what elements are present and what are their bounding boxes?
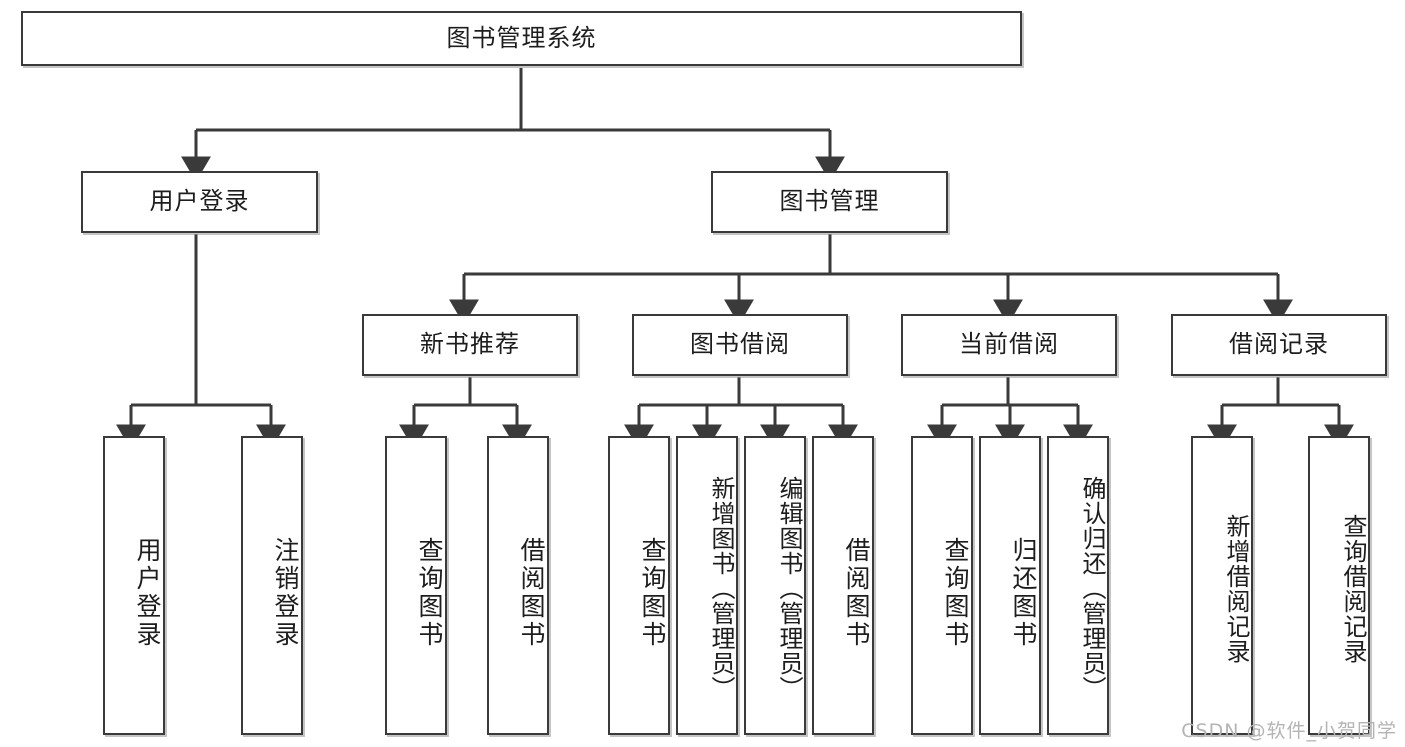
node-leaf-logout[interactable]: 注销登录 (241, 436, 303, 735)
node-leaf-label: 确认归还（管理员） (1078, 476, 1106, 701)
node-leaf-user-login[interactable]: 用户登录 (103, 436, 165, 735)
node-new-book-recommend[interactable]: 新书推荐 (362, 314, 578, 376)
node-leaf-query-borrow-record[interactable]: 查询借阅记录 (1308, 436, 1370, 735)
node-leaf-label: 注销登录 (271, 536, 300, 649)
node-leaf-label: 查询图书 (638, 536, 667, 649)
node-leaf-query-book-3[interactable]: 查询图书 (911, 436, 973, 735)
node-current-borrow-label: 当前借阅 (959, 330, 1059, 358)
node-leaf-label: 借阅图书 (842, 536, 871, 649)
node-leaf-label: 查询图书 (941, 536, 970, 649)
node-leaf-confirm-return-admin[interactable]: 确认归还（管理员） (1047, 436, 1109, 735)
node-leaf-query-book-2[interactable]: 查询图书 (608, 436, 670, 735)
node-leaf-query-book-1[interactable]: 查询图书 (385, 436, 447, 735)
node-book-management-label: 图书管理 (779, 187, 880, 215)
node-user-login-label: 用户登录 (149, 187, 250, 215)
node-leaf-add-book-admin[interactable]: 新增图书（管理员） (676, 436, 738, 735)
node-root-label: 图书管理系统 (446, 23, 597, 52)
node-user-login[interactable]: 用户登录 (81, 171, 318, 233)
node-leaf-edit-book-admin[interactable]: 编辑图书（管理员） (744, 436, 806, 735)
node-borrow-record-label: 借阅记录 (1229, 330, 1329, 358)
node-leaf-return-book[interactable]: 归还图书 (979, 436, 1041, 735)
node-leaf-label: 新增图书（管理员） (707, 476, 735, 701)
node-leaf-label: 新增借阅记录 (1222, 513, 1250, 664)
node-book-management[interactable]: 图书管理 (711, 171, 948, 233)
node-leaf-label: 编辑图书（管理员） (775, 476, 803, 701)
node-leaf-borrow-book-1[interactable]: 借阅图书 (487, 436, 549, 735)
node-leaf-label: 借阅图书 (517, 536, 546, 649)
node-borrow-record[interactable]: 借阅记录 (1171, 314, 1387, 376)
node-leaf-label: 归还图书 (1009, 536, 1038, 649)
node-book-borrow-label: 图书借阅 (690, 330, 790, 358)
node-book-borrow[interactable]: 图书借阅 (632, 314, 848, 376)
node-new-book-recommend-label: 新书推荐 (420, 330, 520, 358)
node-leaf-label: 查询借阅记录 (1339, 513, 1367, 664)
node-leaf-label: 用户登录 (133, 536, 162, 649)
node-root[interactable]: 图书管理系统 (21, 11, 1022, 66)
node-leaf-borrow-book-2[interactable]: 借阅图书 (812, 436, 874, 735)
node-current-borrow[interactable]: 当前借阅 (901, 314, 1117, 376)
node-leaf-label: 查询图书 (415, 536, 444, 649)
node-leaf-add-borrow-record[interactable]: 新增借阅记录 (1191, 436, 1253, 735)
